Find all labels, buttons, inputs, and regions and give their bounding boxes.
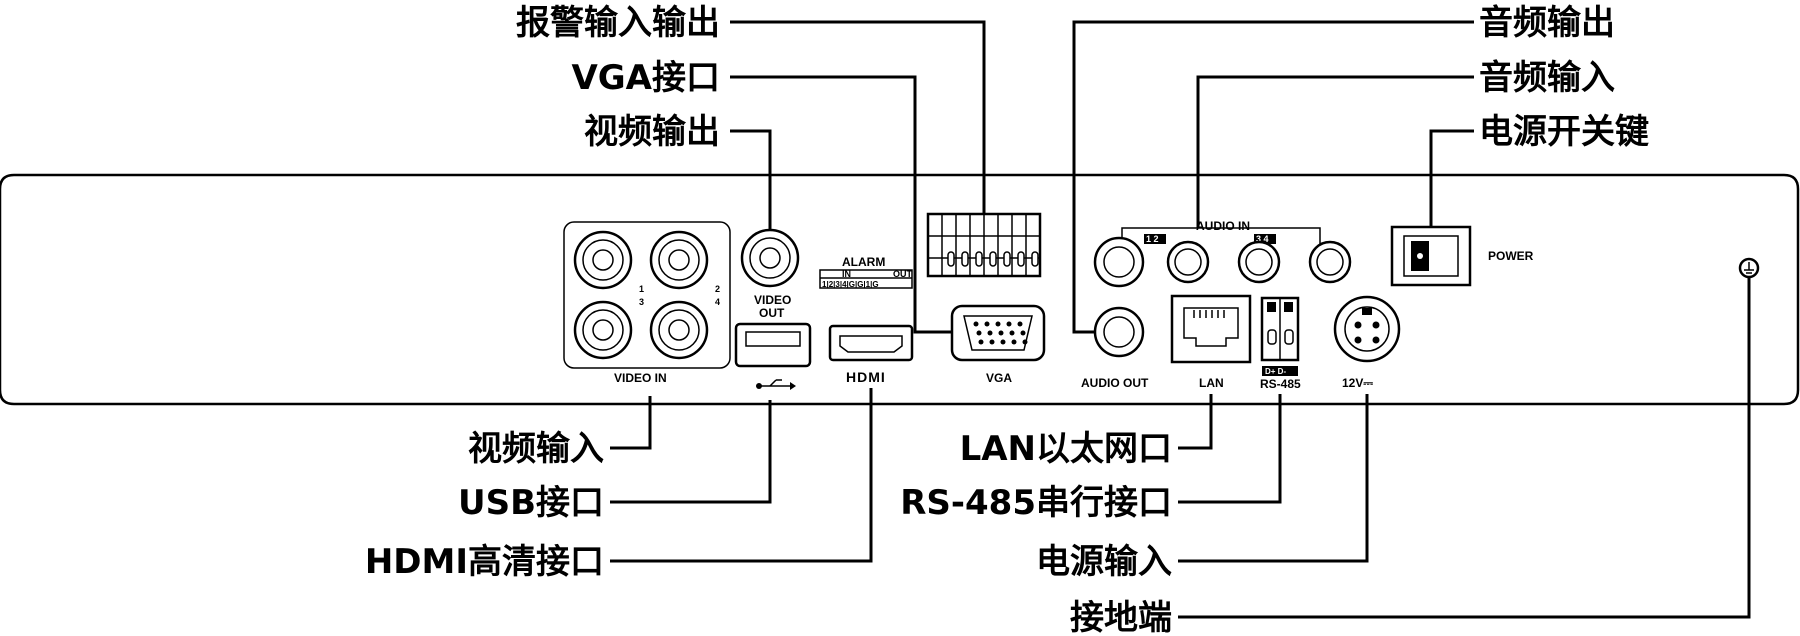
leader-video-in [610,396,652,450]
leader-alarm-io [730,20,986,214]
dc-power-input: 12V⎓ [1333,295,1401,390]
leader-video-out [730,129,772,230]
leader-vga [730,75,952,334]
bnc-number-4: 4 [715,297,720,307]
vga-label: VGA [986,371,1012,385]
lan-port: LAN [1170,294,1252,390]
alarm-in-label: IN [842,269,851,279]
power-label: POWER [1488,249,1534,263]
leader-rs485 [1178,394,1282,504]
bnc-number-1: 1 [639,284,644,294]
rs485-pin-labels: D+ D- [1265,367,1286,376]
video-in-label: VIDEO IN [614,371,667,385]
leader-audio-out [1072,20,1474,334]
audio-in-jack-4 [1308,240,1352,284]
callout-power-in: 电源输入 [1036,542,1172,582]
bnc-number-3: 3 [639,297,644,307]
callout-video-in: 视频输入 [468,429,604,469]
audio-out-label: AUDIO OUT [1081,376,1149,390]
bnc-number-2: 2 [715,284,720,294]
callout-vga: VGA接口 [571,58,720,98]
power-switch: POWER [1390,225,1534,287]
audio-in-1-2: 1 2 [1146,234,1159,244]
audio-in-3-4: 3 4 [1256,234,1269,244]
hdmi-logo-label: HDMI [846,369,886,385]
leader-power-in [1178,394,1369,563]
callout-lan: LAN以太网口 [960,429,1172,469]
alarm-pin-labels: 1|2|3|4|G|G|1|G [822,280,879,289]
callout-hdmi: HDMI高清接口 [365,542,604,582]
rs485-label: RS-485 [1260,377,1301,391]
alarm-label: ALARM [842,255,885,269]
leader-usb [610,400,772,504]
dc-input-label: 12V⎓ [1342,376,1373,390]
hdmi-port: HDMI [828,324,914,385]
video-out-label-1: VIDEO [754,293,791,307]
callout-usb: USB接口 [458,483,604,523]
callout-ground: 接地端 [1070,598,1172,636]
audio-in-jack-1 [1093,236,1145,288]
leader-hdmi [610,388,873,563]
audio-out-connector: AUDIO OUT [1081,306,1149,390]
callout-power-switch: 电源开关键 [1479,112,1649,152]
leader-audio-in [1196,75,1474,228]
vga-port: VGA [950,304,1046,385]
usb-port [734,322,812,390]
leader-lan [1178,394,1213,450]
audio-in-label: AUDIO IN [1196,219,1250,233]
alarm-block-labels: ALARM IN OUT 1|2|3|4|G|G|1|G [819,255,913,289]
usb-icon [756,379,796,390]
video-out-label-2: OUT [759,306,785,320]
bnc-connector-1 [573,230,633,290]
callout-rs485: RS-485串行接口 [900,483,1172,523]
device-chassis [0,173,1800,406]
bnc-connector-2 [649,230,709,290]
callout-audio-in: 音频输入 [1479,58,1615,98]
video-in-connectors: 1 3 2 4 VIDEO IN [563,221,731,385]
bnc-connector-4 [649,300,709,360]
lan-label: LAN [1199,376,1224,390]
alarm-terminal-block [926,212,1042,278]
bnc-connector-3 [573,300,633,360]
rs485-terminal: D+ D- RS-485 [1260,296,1301,391]
leader-ground [1178,277,1751,619]
callout-video-out: 视频输出 [584,112,720,152]
ground-terminal [1738,257,1760,279]
audio-in-jack-2 [1166,240,1210,284]
leader-power-switch [1429,129,1474,227]
audio-in-connectors: AUDIO IN 1 2 3 4 [1093,219,1352,288]
alarm-out-label: OUT [893,269,913,279]
audio-in-jack-3 [1237,240,1281,284]
callout-audio-out: 音频输出 [1479,3,1615,43]
callout-alarm-io: 报警输入输出 [516,3,720,43]
